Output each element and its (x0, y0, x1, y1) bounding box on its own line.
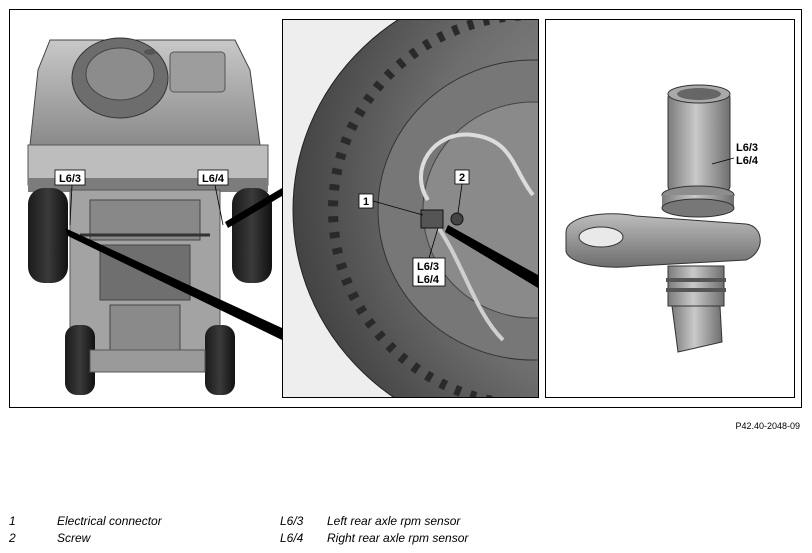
sensor-cable (418, 132, 535, 202)
legend-text-3: Left rear axle rpm sensor (327, 514, 461, 528)
legend-key-1: 1 (9, 514, 16, 528)
rpm-sensor-drawing: L6/3 L6/4 (565, 84, 761, 353)
sensor-mounting-flange (565, 213, 761, 268)
sensor-tip (671, 305, 723, 353)
screw-label: 2 (459, 172, 465, 184)
rear-left-tyre (28, 188, 68, 283)
brake-disc-drawing: 1 2 L6/3 L6/4 (283, 20, 538, 397)
legend-text-2: Screw (57, 531, 91, 545)
part-left-sensor-label: L6/3 (736, 142, 758, 154)
part-right-sensor-label: L6/4 (736, 155, 759, 167)
legend-key-4: L6/4 (280, 531, 304, 545)
left-sensor-label-box (54, 169, 86, 186)
vehicle-overview-drawing: L6/3 L6/4 (27, 37, 282, 395)
legend-text-1: Electrical connector (57, 514, 162, 528)
right-sensor-label: L6/4 (202, 173, 225, 185)
illustration-frame: L6/3 L6/4 (9, 9, 802, 408)
figure-id: P42.40-2048-09 (735, 421, 800, 431)
vehicle-overview-panel: L6/3 L6/4 (10, 10, 282, 407)
connector-label: 1 (363, 196, 369, 208)
rear-right-tyre (232, 188, 272, 283)
callout-wedge (65, 228, 282, 340)
right-sensor-label-box (197, 169, 229, 186)
left-sensor-label: L6/3 (59, 173, 81, 185)
electrical-connector (420, 209, 444, 229)
detail-right-sensor-label: L6/4 (417, 274, 440, 286)
legend-key-3: L6/3 (280, 514, 304, 528)
sensor-part-panel: L6/3 L6/4 (545, 19, 795, 398)
front-right-tyre (205, 325, 235, 395)
detail-left-sensor-label: L6/3 (417, 261, 439, 273)
legend-text-4: Right rear axle rpm sensor (327, 531, 469, 545)
brake-disc-detail-panel: 1 2 L6/3 L6/4 (282, 19, 539, 398)
screw (450, 212, 464, 226)
front-left-tyre (65, 325, 95, 395)
legend-key-2: 2 (9, 531, 16, 545)
